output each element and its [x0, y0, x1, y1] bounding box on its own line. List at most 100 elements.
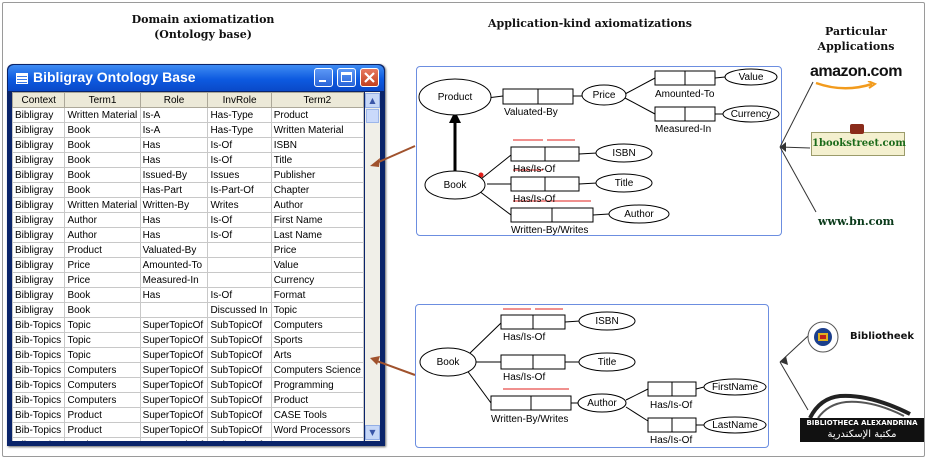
table-cell[interactable]: Product — [64, 422, 141, 438]
table-cell[interactable]: Sports — [270, 332, 364, 348]
table-cell[interactable]: Bib-Topics — [12, 317, 66, 333]
table-cell[interactable]: Bibligray — [12, 257, 66, 273]
table-cell[interactable]: Is-Of — [207, 287, 272, 303]
table-cell[interactable]: Bib-Topics — [12, 392, 66, 408]
table-cell[interactable]: Has-Type — [207, 107, 272, 123]
table-cell[interactable]: SuperTopicOf — [139, 362, 209, 378]
table-cell[interactable]: Product — [64, 407, 141, 423]
table-cell[interactable]: SuperTopicOf — [139, 377, 209, 393]
column-header[interactable]: Term1 — [64, 92, 141, 108]
table-cell[interactable]: Product — [64, 242, 141, 258]
table-cell[interactable]: Publisher — [270, 167, 364, 183]
table-cell[interactable]: Is-Of — [207, 227, 272, 243]
table-cell[interactable]: SubTopicOf — [207, 392, 272, 408]
table-cell[interactable]: Issued-By — [139, 167, 209, 183]
table-cell[interactable]: SuperTopicOf — [139, 407, 209, 423]
table-cell[interactable]: SuperTopicOf — [139, 437, 209, 441]
table-cell[interactable]: Bibligray — [12, 197, 66, 213]
table-cell[interactable]: Amounted-To — [139, 257, 209, 273]
table-cell[interactable]: Is-A — [139, 122, 209, 138]
table-cell[interactable]: Measured-In — [139, 272, 209, 288]
table-cell[interactable]: Computers — [64, 392, 141, 408]
table-cell[interactable]: Bibligray — [12, 302, 66, 318]
table-cell[interactable]: Price — [64, 257, 141, 273]
table-cell[interactable]: SuperTopicOf — [139, 422, 209, 438]
table-cell[interactable]: Has — [139, 152, 209, 168]
table-cell[interactable]: SubTopicOf — [207, 347, 272, 363]
table-cell[interactable]: Bib-Topics — [12, 377, 66, 393]
table-cell[interactable]: SubTopicOf — [207, 362, 272, 378]
table-cell[interactable]: Currency — [270, 272, 364, 288]
table-cell[interactable]: Is-A — [139, 107, 209, 123]
table-cell[interactable]: Price — [270, 242, 364, 258]
window-titlebar[interactable]: Bibligray Ontology Base — [8, 65, 384, 91]
table-cell[interactable]: Bibligray — [12, 287, 66, 303]
table-cell[interactable]: Last Name — [270, 227, 364, 243]
table-cell[interactable]: Has-Part — [139, 182, 209, 198]
table-cell[interactable]: Programming — [270, 377, 364, 393]
table-cell[interactable]: SuperTopicOf — [139, 392, 209, 408]
table-cell[interactable]: SuperTopicOf — [139, 332, 209, 348]
table-cell[interactable]: Price — [64, 272, 141, 288]
table-cell[interactable]: Discussed In — [207, 302, 272, 318]
table-cell[interactable]: Has — [139, 227, 209, 243]
table-cell[interactable]: Bibligray — [12, 182, 66, 198]
table-cell[interactable]: Valuated-By — [139, 242, 209, 258]
scroll-down-arrow-icon[interactable]: ▼ — [365, 425, 380, 440]
table-cell[interactable]: Has — [139, 287, 209, 303]
table-cell[interactable]: Topic — [64, 347, 141, 363]
table-cell[interactable]: Has-Type — [207, 122, 272, 138]
table-cell[interactable]: First Name — [270, 212, 364, 228]
table-cell[interactable]: Bib-Topics — [12, 437, 66, 441]
table-cell[interactable]: Is-Of — [207, 152, 272, 168]
table-cell[interactable]: Bib-Topics — [12, 362, 66, 378]
table-cell[interactable]: Has — [139, 137, 209, 153]
table-cell[interactable]: Is-Of — [207, 137, 272, 153]
table-cell[interactable]: Topic — [64, 317, 141, 333]
table-cell[interactable]: Bibligray — [12, 272, 66, 288]
table-cell[interactable]: Topic — [270, 302, 364, 318]
table-cell[interactable]: Has — [139, 212, 209, 228]
table-cell[interactable]: Book — [64, 122, 141, 138]
table-cell[interactable]: Chapter — [270, 182, 364, 198]
table-cell[interactable] — [207, 242, 272, 258]
close-button[interactable] — [360, 68, 379, 87]
table-cell[interactable]: SubTopicOf — [207, 377, 272, 393]
column-header[interactable]: InvRole — [207, 92, 272, 108]
table-cell[interactable]: Title — [270, 152, 364, 168]
vertical-scrollbar[interactable]: ▲ ▼ — [365, 92, 380, 441]
table-cell[interactable]: Written Material — [64, 107, 141, 123]
table-cell[interactable]: Computers — [64, 362, 141, 378]
table-cell[interactable]: Bibligray — [12, 242, 66, 258]
table-cell[interactable]: Is-Of — [207, 212, 272, 228]
table-cell[interactable]: Written-By — [139, 197, 209, 213]
table-cell[interactable]: DBMS — [270, 437, 364, 441]
table-cell[interactable]: SuperTopicOf — [139, 347, 209, 363]
table-cell[interactable]: Bibligray — [12, 107, 66, 123]
table-cell[interactable]: SubTopicOf — [207, 332, 272, 348]
table-cell[interactable]: Bibligray — [12, 212, 66, 228]
table-cell[interactable]: Bib-Topics — [12, 332, 66, 348]
table-cell[interactable]: Author — [270, 197, 364, 213]
table-cell[interactable]: CASE Tools — [270, 407, 364, 423]
table-cell[interactable]: Bibligray — [12, 122, 66, 138]
table-cell[interactable]: Bibligray — [12, 227, 66, 243]
table-cell[interactable]: Value — [270, 257, 364, 273]
table-cell[interactable]: SubTopicOf — [207, 422, 272, 438]
